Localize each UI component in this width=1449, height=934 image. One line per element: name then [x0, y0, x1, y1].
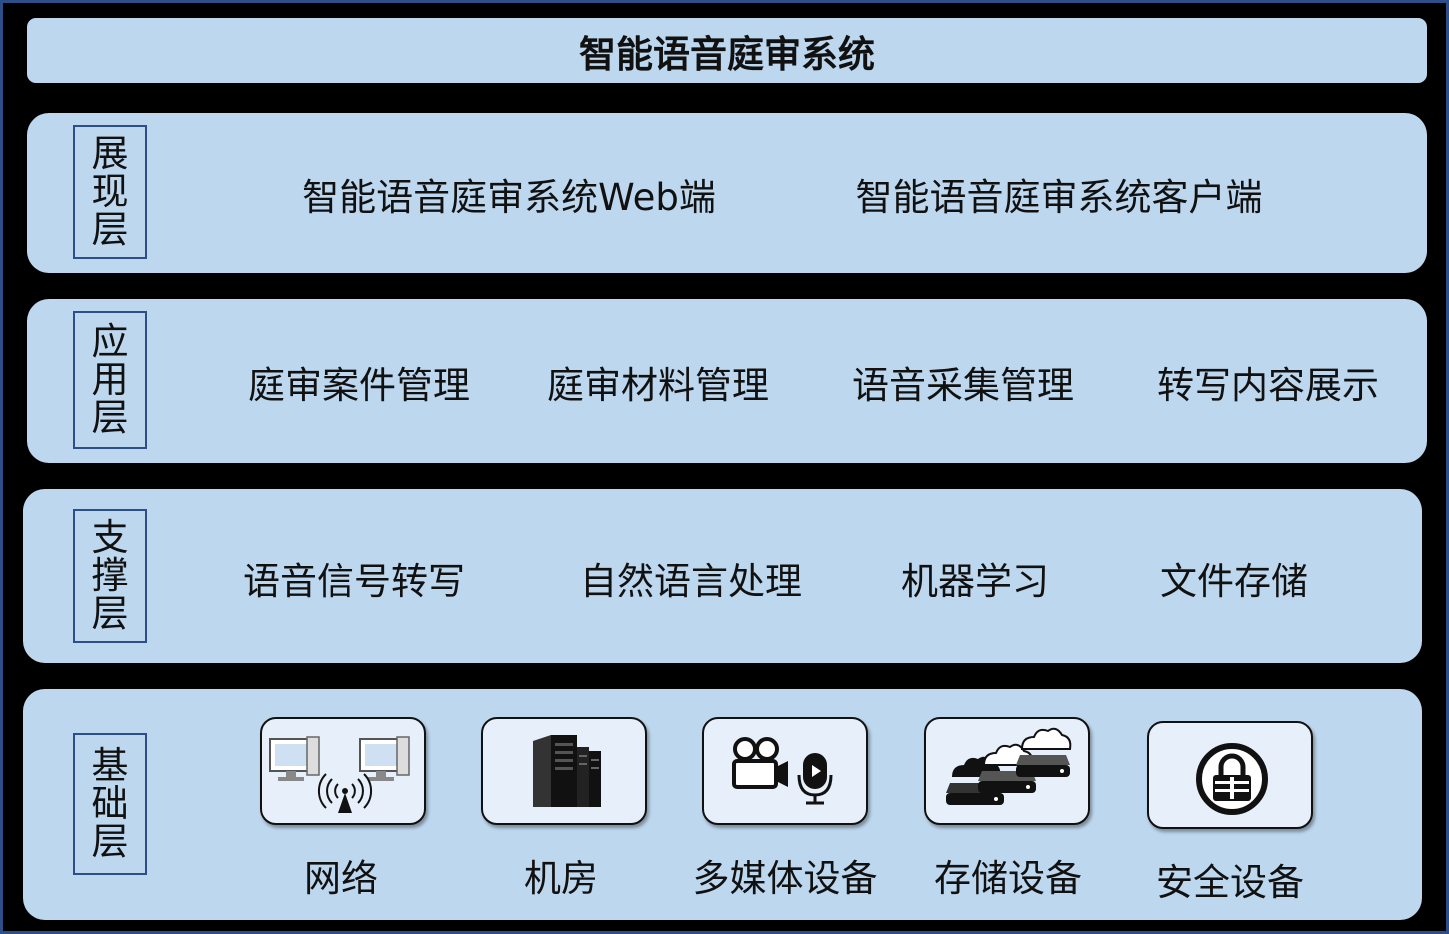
presentation-item-web: 智能语音庭审系统Web端 — [302, 176, 716, 219]
layer-band-application — [27, 299, 1427, 463]
layer-label-presentation: 展现层 — [73, 125, 147, 259]
server-room-icon — [533, 735, 601, 807]
security-lock-icon — [1196, 743, 1268, 815]
server-room-label: 机房 — [524, 857, 598, 900]
layer-label-text: 应用层 — [91, 319, 129, 440]
application-item-case: 庭审案件管理 — [248, 364, 470, 407]
storage-label: 存储设备 — [934, 857, 1082, 900]
support-item-file-storage: 文件存储 — [1160, 560, 1308, 603]
support-item-speech-transcription: 语音信号转写 — [243, 560, 465, 603]
support-item-nlp: 自然语言处理 — [580, 560, 802, 603]
network-label: 网络 — [304, 857, 378, 900]
multimedia-label: 多媒体设备 — [692, 857, 878, 900]
layer-label-support: 支撑层 — [73, 509, 147, 643]
support-item-machine-learning: 机器学习 — [901, 560, 1049, 603]
layer-label-infrastructure: 基础层 — [73, 733, 147, 875]
layer-label-application: 应用层 — [73, 311, 147, 449]
security-device-box — [1147, 721, 1313, 829]
network-device-box — [260, 717, 426, 825]
server-room-device-box — [481, 717, 647, 825]
storage-device-box — [924, 717, 1090, 825]
application-item-transcript-display: 转写内容展示 — [1157, 364, 1379, 407]
network-icon — [269, 736, 410, 813]
security-label: 安全设备 — [1156, 861, 1304, 904]
layer-label-text: 展现层 — [91, 131, 129, 252]
layer-band-support — [23, 489, 1422, 663]
diagram-title: 智能语音庭审系统 — [27, 18, 1427, 83]
application-item-material: 庭审材料管理 — [547, 364, 769, 407]
layer-label-text: 支撑层 — [91, 515, 129, 636]
storage-icon — [946, 727, 1072, 805]
multimedia-icon — [732, 737, 833, 805]
presentation-item-client: 智能语音庭审系统客户端 — [855, 176, 1263, 219]
layer-label-text: 基础层 — [91, 743, 129, 864]
layer-band-presentation — [27, 113, 1427, 273]
multimedia-device-box — [702, 717, 868, 825]
application-item-voice-capture: 语音采集管理 — [852, 364, 1074, 407]
